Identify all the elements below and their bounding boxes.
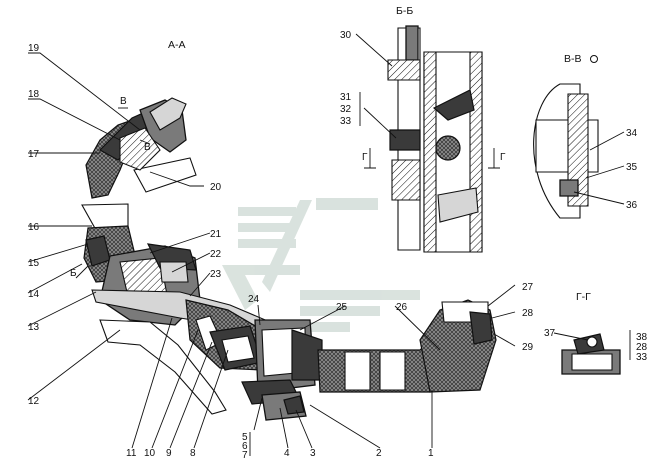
callout-23: 23 <box>210 269 222 280</box>
vv-body <box>535 119 599 173</box>
callout-33b: 33 <box>636 352 648 363</box>
callout-10: 10 <box>144 448 156 459</box>
leader-lines <box>27 33 631 456</box>
view-title-aa: А-А <box>168 39 186 51</box>
ring-25b <box>291 329 323 381</box>
bb-bolt <box>389 129 421 151</box>
callout-labels: 19 18 17 20 16 15 14 13 12 21 22 23 24 2… <box>28 30 648 461</box>
callout-18: 18 <box>28 89 40 100</box>
watermark-logo <box>222 198 420 332</box>
section-bb <box>387 25 483 253</box>
callout-37: 37 <box>544 328 556 339</box>
view-title-vv: В-В <box>564 53 582 65</box>
callout-15: 15 <box>28 258 40 269</box>
main-assembly-section <box>81 97 497 421</box>
callout-1: 1 <box>428 448 434 459</box>
callout-28b: 28 <box>636 342 648 353</box>
bb-wedge <box>432 89 475 121</box>
bb-upper-plug <box>387 59 421 81</box>
callout-28: 28 <box>522 308 534 319</box>
insert-22 <box>159 261 189 283</box>
callout-35: 35 <box>626 162 638 173</box>
callout-16: 16 <box>28 222 40 233</box>
clamp-run-b <box>379 351 406 391</box>
lever-12 <box>99 319 227 415</box>
hose-run <box>317 338 431 393</box>
callout-17: 17 <box>28 149 40 160</box>
callout-3: 3 <box>310 448 316 459</box>
upper-lever <box>149 97 187 131</box>
marker-g-right: Г <box>500 152 506 163</box>
callout-11: 11 <box>126 448 137 459</box>
callout-34: 34 <box>626 128 638 139</box>
callout-32: 32 <box>340 104 352 115</box>
callout-20: 20 <box>210 182 222 193</box>
marker-b: Б <box>70 268 77 279</box>
nut-4 <box>283 395 305 415</box>
callout-7: 7 <box>242 450 248 461</box>
callout-2: 2 <box>376 448 382 459</box>
callout-27: 27 <box>522 282 534 293</box>
bb-cylinder-right <box>469 51 483 253</box>
section-gg <box>561 333 621 375</box>
view-title-gg: Г-Г <box>576 291 591 303</box>
callout-26: 26 <box>396 302 408 313</box>
insert-8 <box>221 335 255 363</box>
bb-shaft <box>405 25 419 61</box>
callout-9: 9 <box>166 448 172 459</box>
callout-25: 25 <box>336 302 348 313</box>
callout-14: 14 <box>28 289 40 300</box>
callout-6: 6 <box>242 441 248 452</box>
callout-21: 21 <box>210 229 222 240</box>
bb-cylinder-left <box>423 51 437 253</box>
marker-g-left: Г <box>362 152 368 163</box>
marker-v-mid: В <box>144 142 151 153</box>
ring-28 <box>469 311 493 345</box>
gg-ball <box>586 336 598 348</box>
view-vv-rotation-icon <box>590 55 598 63</box>
callout-8: 8 <box>190 448 196 459</box>
callout-12: 12 <box>28 396 40 407</box>
marker-v-top: В <box>120 96 127 107</box>
callout-36: 36 <box>626 200 638 211</box>
callout-13: 13 <box>28 322 40 333</box>
bb-spring-coil <box>435 135 461 161</box>
bb-lower-plug <box>391 159 421 201</box>
section-vv <box>533 83 599 219</box>
bb-spring <box>437 187 479 223</box>
callout-4: 4 <box>284 448 290 459</box>
view-title-bb: Б-Б <box>396 5 413 17</box>
gg-slot <box>571 353 613 371</box>
callout-22: 22 <box>210 249 222 260</box>
callout-24: 24 <box>248 294 260 305</box>
callout-38: 38 <box>636 332 648 343</box>
callout-19: 19 <box>28 43 40 54</box>
callout-29: 29 <box>522 342 534 353</box>
vv-plate <box>567 93 589 207</box>
callout-31: 31 <box>340 92 352 103</box>
upper-flange <box>119 127 161 171</box>
callout-30: 30 <box>340 30 352 41</box>
clamp-run-a <box>344 351 371 391</box>
callout-33: 33 <box>340 116 352 127</box>
vv-screw <box>559 179 579 197</box>
upper-bracket <box>133 157 197 193</box>
callout-5: 5 <box>242 432 248 443</box>
